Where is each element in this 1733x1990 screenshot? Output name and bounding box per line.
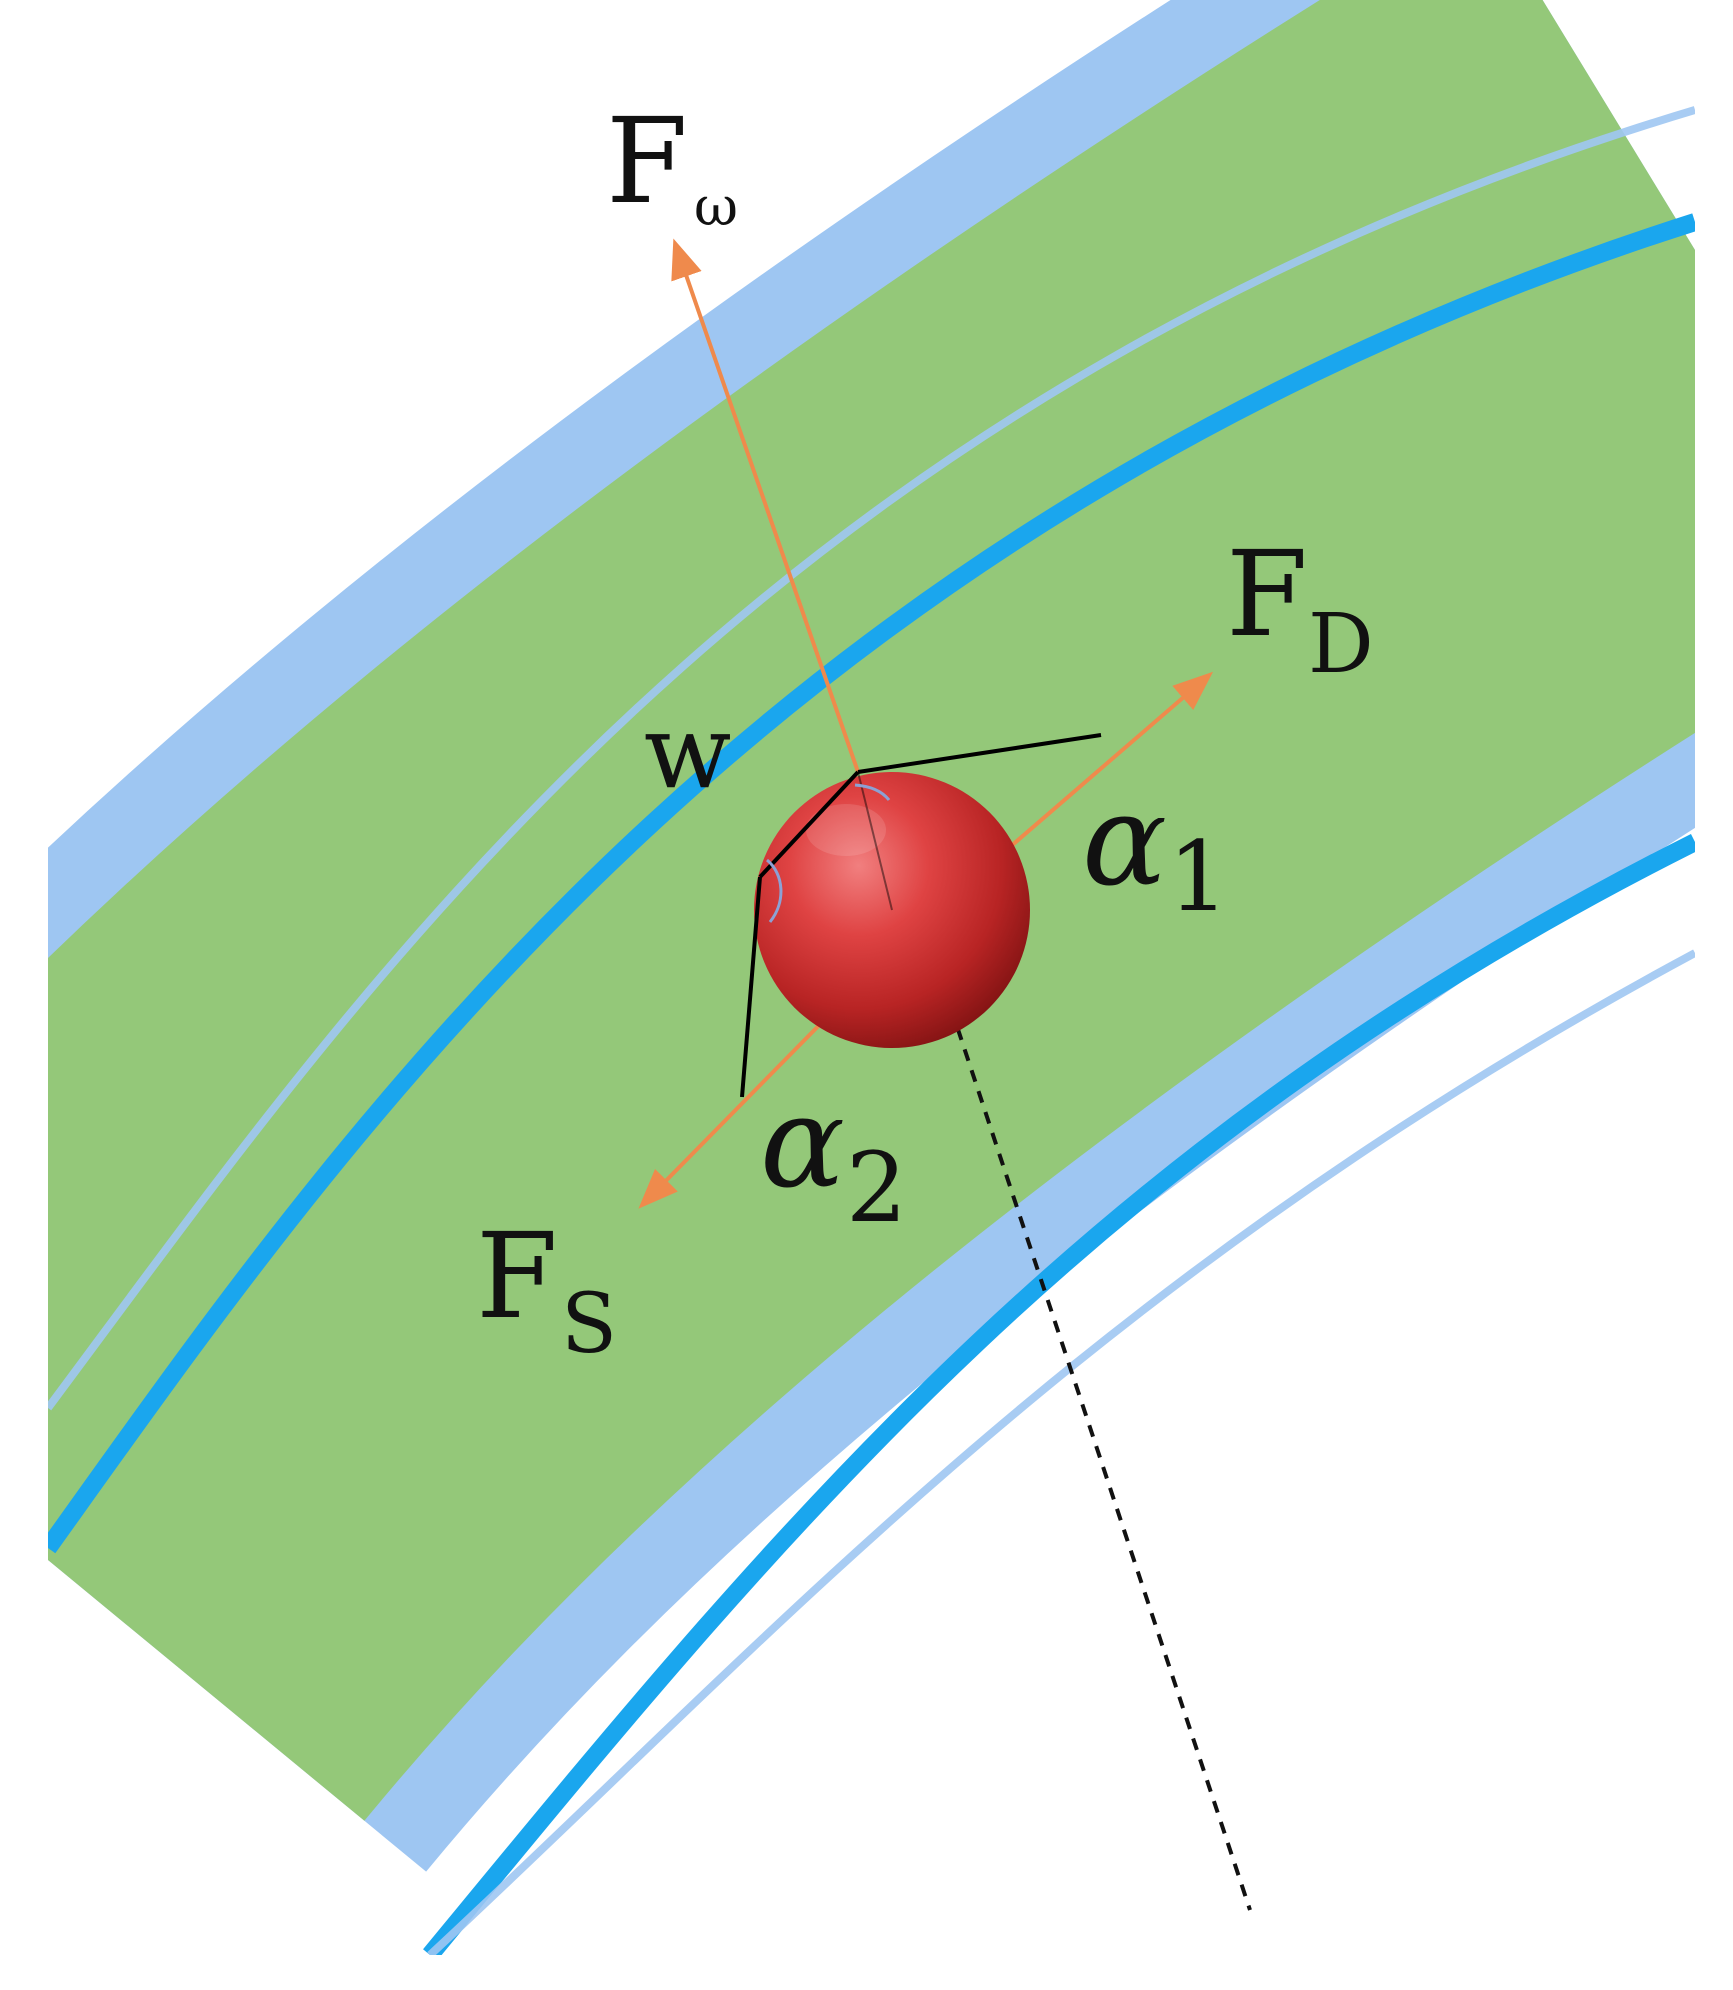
- radial-dashed-line: [928, 944, 1252, 1911]
- upper-outer-edge: [48, 106, 1695, 1411]
- label-f-d: F D: [1226, 525, 1374, 692]
- label-alpha-2-main: α: [760, 1069, 845, 1216]
- label-f-s: F S: [476, 1207, 617, 1372]
- label-f-s-sub: S: [561, 1277, 617, 1372]
- label-alpha-1: α 1: [1082, 767, 1229, 933]
- particle: [754, 772, 1030, 1048]
- label-f-omega-sub: ω: [694, 175, 738, 238]
- label-f-omega: F ω: [606, 92, 738, 238]
- lower-outer-edge: [427, 949, 1695, 1955]
- inner-fluid-band: [48, 0, 1695, 1822]
- lower-wall-line: [423, 833, 1695, 1955]
- channel: [48, 0, 1695, 1955]
- label-w: w: [644, 693, 731, 812]
- upper-wall-line: [48, 213, 1695, 1554]
- label-f-d-sub: D: [1308, 597, 1374, 692]
- label-f-s-main: F: [476, 1207, 558, 1345]
- label-f-omega-main: F: [606, 92, 688, 230]
- label-f-d-main: F: [1226, 525, 1308, 663]
- force-f-omega-arrow: [671, 238, 860, 773]
- contact-lines: [740, 733, 1102, 1098]
- label-alpha-2: α 2: [760, 1069, 907, 1244]
- label-alpha-2-sub: 2: [846, 1132, 907, 1244]
- label-alpha-1-sub: 1: [1168, 821, 1229, 933]
- label-alpha-1-main: α: [1082, 767, 1167, 914]
- contact-markers: [765, 783, 891, 923]
